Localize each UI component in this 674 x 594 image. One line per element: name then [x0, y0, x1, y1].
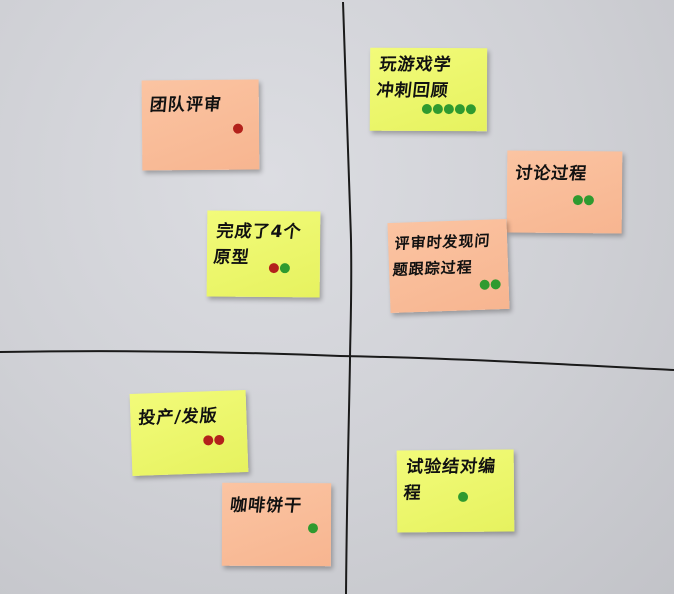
note-text: 评审时发现问 题跟踪过程	[392, 231, 492, 279]
green-vote-dot	[479, 279, 490, 290]
sticky-note-discussion-process[interactable]: 讨论过程	[506, 150, 623, 234]
vote-dots	[479, 279, 501, 290]
green-vote-dot	[432, 104, 443, 115]
green-vote-dot	[454, 104, 465, 115]
red-vote-dot	[203, 435, 214, 446]
vote-dots	[572, 195, 594, 206]
vote-dots	[307, 523, 319, 534]
sticky-note-pair-programming[interactable]: 试验结对编 程	[396, 449, 515, 533]
green-vote-dot	[443, 104, 454, 115]
horizontal-divider-line	[0, 350, 674, 371]
note-text: 投产/发版	[137, 405, 219, 429]
red-vote-dot	[268, 263, 279, 274]
red-vote-dot	[214, 434, 225, 446]
sticky-note-prototypes[interactable]: 完成了4个 原型	[206, 210, 321, 298]
vote-dots	[232, 123, 244, 134]
green-vote-dot	[465, 104, 476, 115]
red-vote-dot	[232, 123, 244, 134]
vertical-divider-line	[342, 1, 353, 594]
sticky-note-issue-tracking[interactable]: 评审时发现问 题跟踪过程	[387, 218, 510, 314]
note-text: 讨论过程	[514, 163, 589, 185]
vote-dots	[203, 434, 225, 446]
note-text: 完成了4个 原型	[212, 221, 303, 268]
green-vote-dot	[490, 279, 501, 290]
sticky-note-team-review[interactable]: 团队评审	[141, 79, 260, 171]
green-vote-dot	[307, 523, 319, 534]
vote-dots	[458, 491, 469, 502]
sticky-note-release[interactable]: 投产/发版	[129, 390, 249, 476]
sticky-note-retro-game[interactable]: 玩游戏学 冲刺回顾	[369, 47, 488, 132]
green-vote-dot	[572, 195, 583, 206]
note-text: 玩游戏学 冲刺回顾	[375, 54, 453, 102]
green-vote-dot	[279, 263, 290, 274]
vote-dots	[268, 263, 290, 274]
sticky-note-coffee-cookies[interactable]: 咖啡饼干	[221, 482, 332, 567]
vote-dots	[421, 103, 476, 115]
green-vote-dot	[583, 195, 594, 206]
note-text: 团队评审	[148, 94, 223, 116]
note-text: 试验结对编 程	[402, 456, 498, 504]
green-vote-dot	[458, 491, 469, 502]
green-vote-dot	[421, 103, 432, 115]
note-text: 咖啡饼干	[228, 495, 304, 517]
